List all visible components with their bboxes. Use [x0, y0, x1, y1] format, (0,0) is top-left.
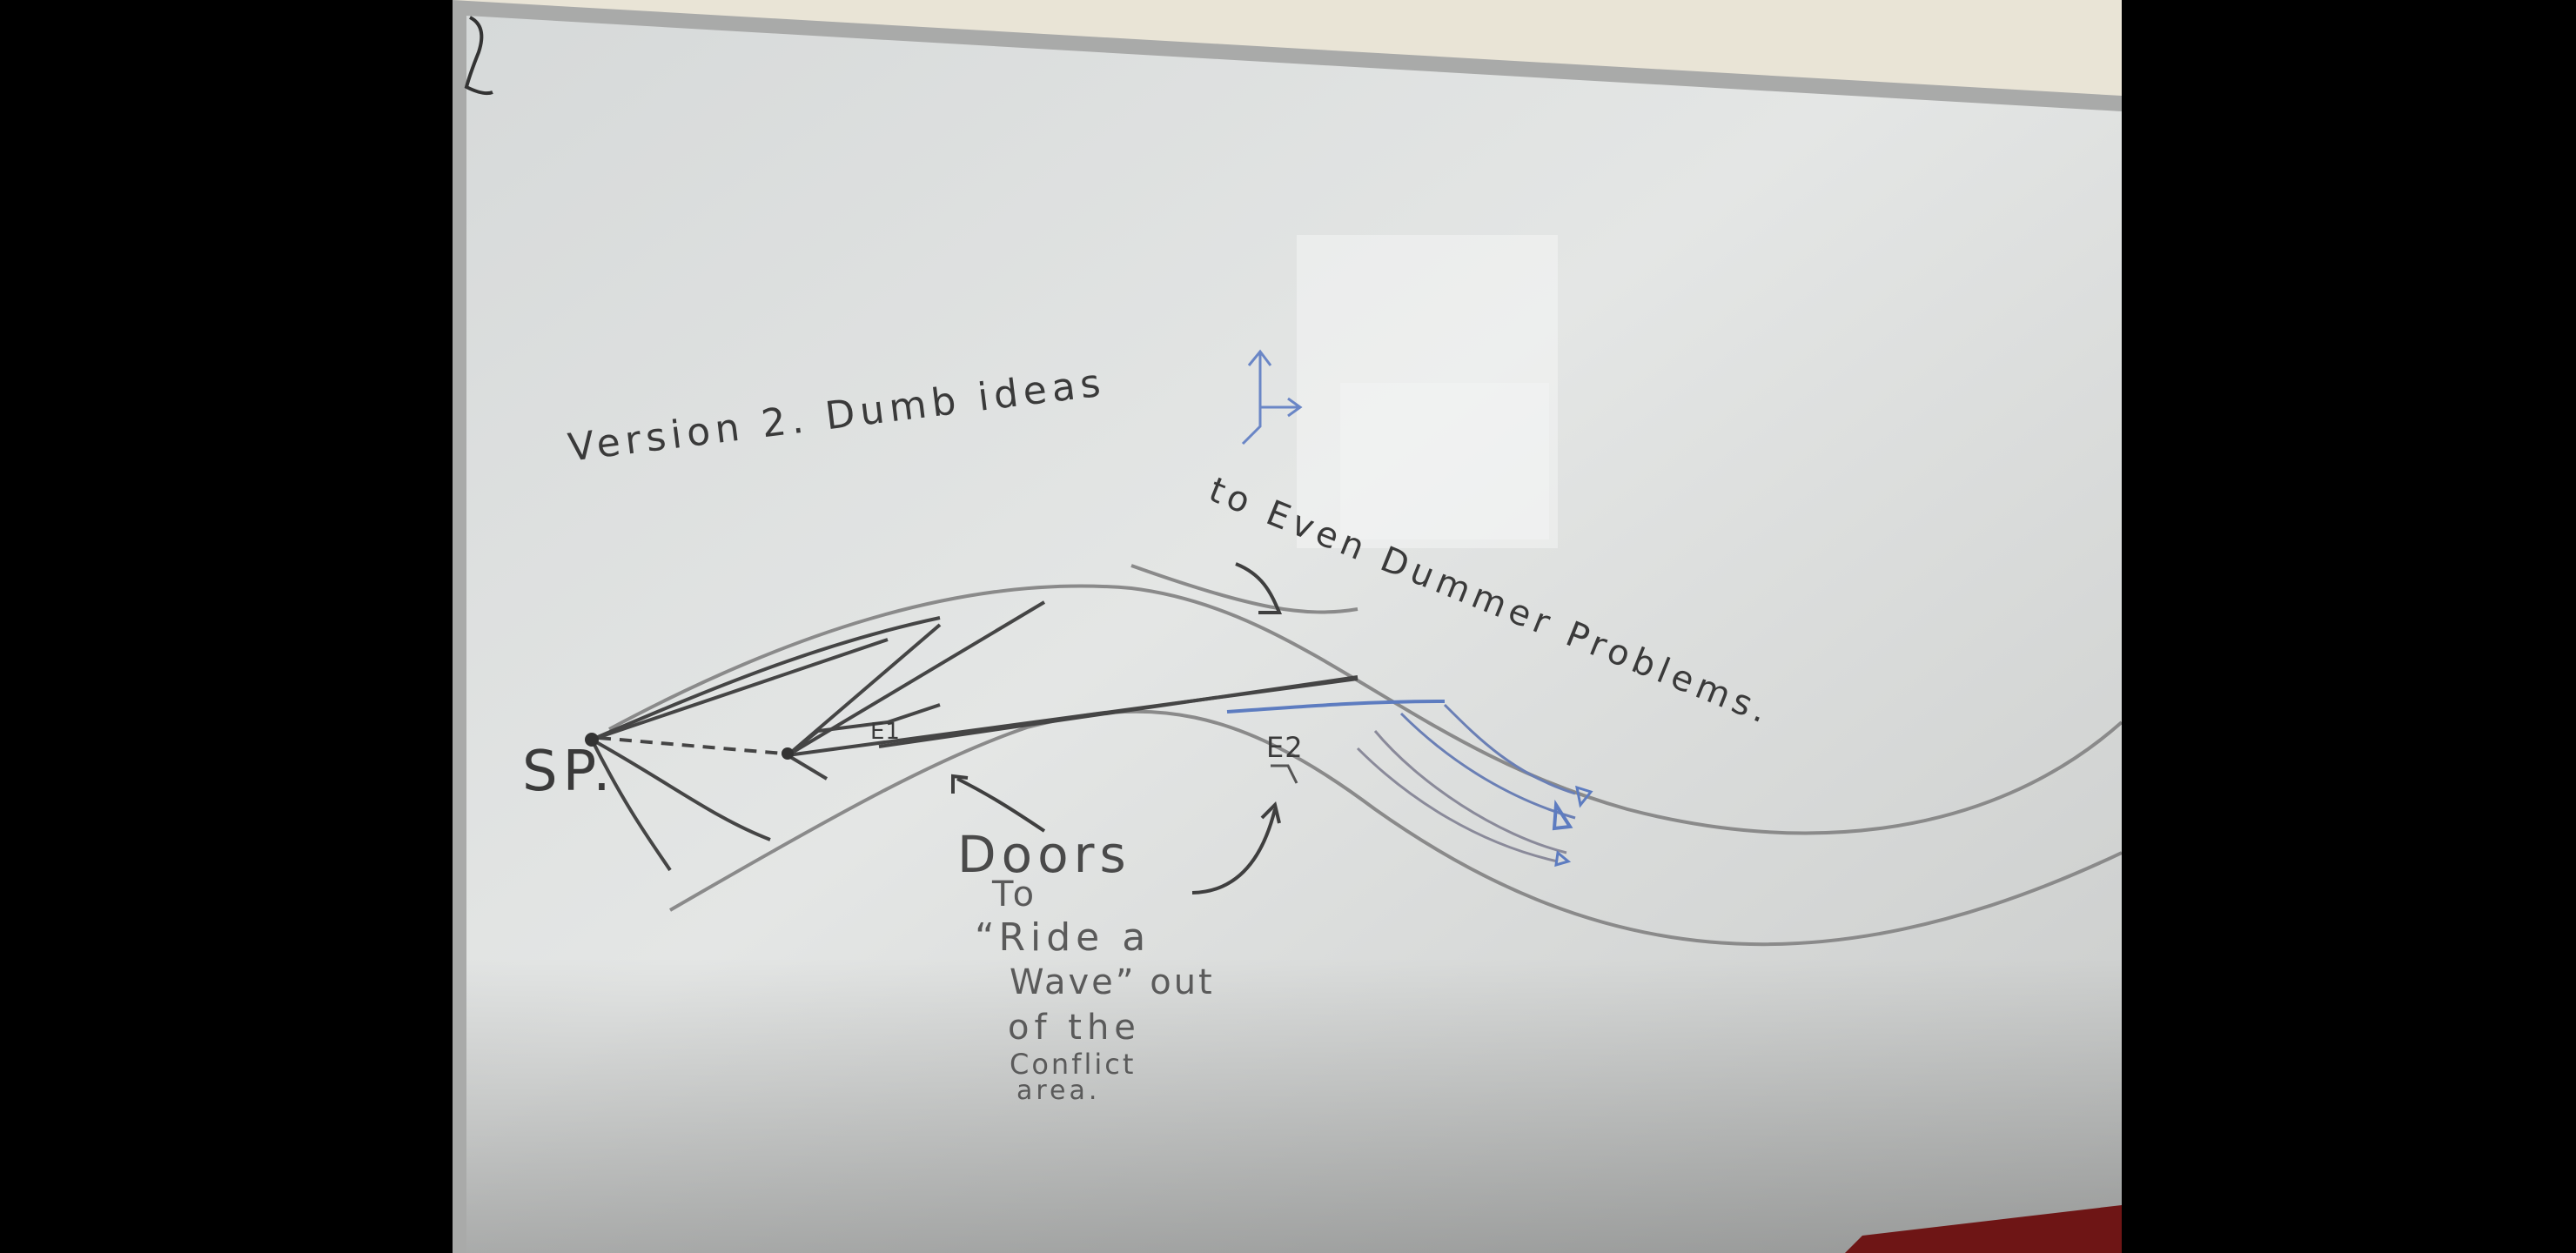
e2-lines	[1226, 700, 1593, 868]
hook	[464, 16, 493, 96]
sp-point	[585, 733, 599, 747]
to-label: To	[992, 874, 1040, 915]
sp-lines	[590, 600, 1358, 872]
ride-label: “Ride a	[975, 915, 1151, 960]
pointer-arrows	[951, 562, 1283, 895]
sp-e1-dashed-line	[598, 736, 784, 755]
conflict-label: Conflict	[1010, 1048, 1137, 1081]
area-label: area.	[1016, 1075, 1101, 1106]
whiteboard-drawing	[453, 0, 2122, 1253]
whiteboard-photo: Version 2. Dumb ideas to Even Dummer Pro…	[453, 0, 2122, 1253]
red-object	[1845, 1205, 2122, 1253]
doors-label: Doors	[957, 825, 1131, 884]
wave-label: Wave” out	[1010, 962, 1215, 1002]
e2-label: E2	[1266, 731, 1304, 764]
e1-label: E1	[870, 719, 901, 745]
whiteboard-surface	[466, 16, 2122, 1253]
bottom-shadow	[466, 957, 2122, 1253]
e1-point	[782, 747, 794, 760]
ofthe-label: of the	[1008, 1008, 1141, 1048]
axis-arrows	[1241, 349, 1303, 446]
sp-label: SP.	[522, 740, 616, 804]
wave-curves	[608, 564, 2122, 947]
